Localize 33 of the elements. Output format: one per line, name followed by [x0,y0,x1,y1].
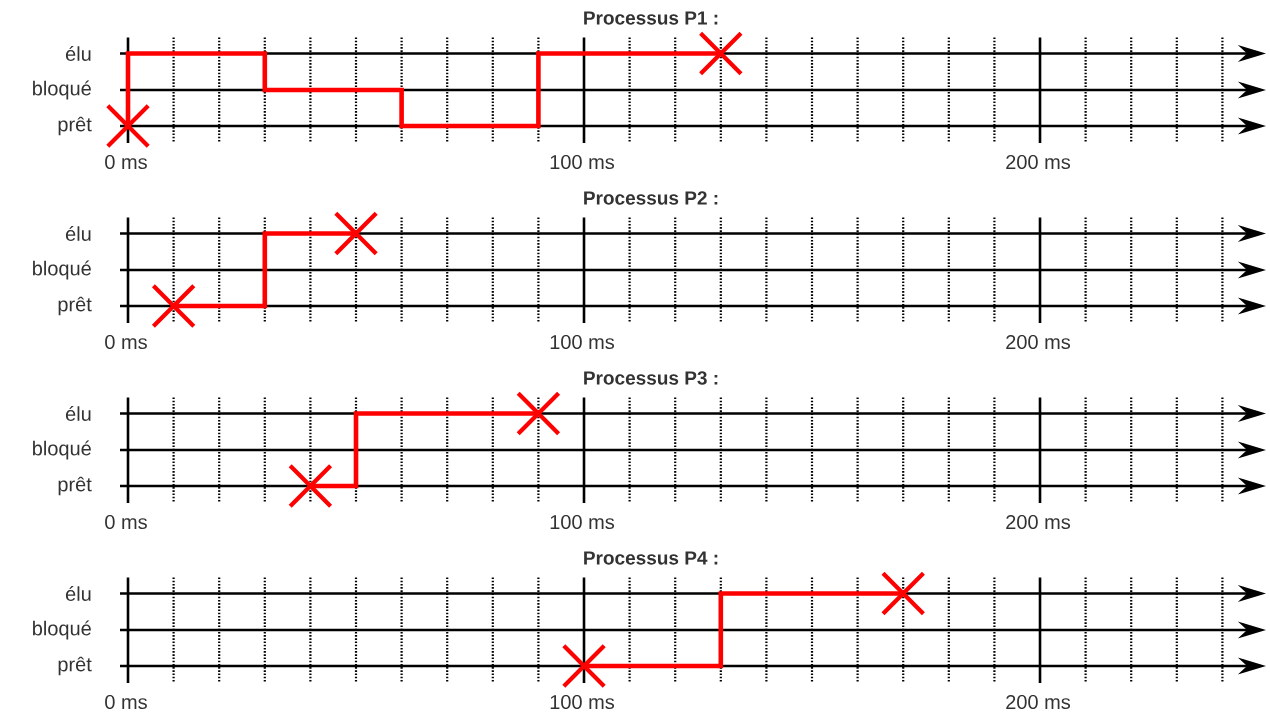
tick-label: 0 ms [105,514,147,530]
tick-label: 100 ms [550,514,615,530]
cross-mark [516,391,561,436]
cross-mark [561,643,607,689]
cross-mark [151,283,196,329]
tick-label: 200 ms [1006,154,1071,170]
state-trace-line [310,411,539,489]
axis-label: élu [65,46,91,61]
chart-title: Processus P3 : [584,371,718,385]
chart-title: Processus P4 : [584,551,718,565]
tick-label: 200 ms [1006,334,1071,350]
state-trace-line [173,231,356,309]
cross-mark [880,571,926,616]
axis-label: bloqué [33,620,91,640]
axis-label: élu [65,406,91,421]
axis-label: bloqué [33,440,91,460]
axis-label: bloqué [33,260,91,280]
tick-label: 200 ms [1006,694,1071,710]
cross-mark [288,463,333,509]
tick-label: 0 ms [105,334,147,350]
axis-label: prêt [58,476,92,496]
chart-title: Processus P2 : [584,191,718,205]
tick-label: 200 ms [1006,514,1071,530]
axis-label: élu [65,586,91,601]
axis-label: élu [65,226,91,241]
cross-mark [698,31,744,76]
tick-label: 100 ms [550,154,615,170]
cross-mark [105,103,151,149]
state-trace-line [125,51,721,129]
tick-label: 0 ms [105,694,147,710]
cross-mark [333,211,379,256]
axis-label: prêt [58,656,92,676]
state-trace-line [584,591,904,669]
